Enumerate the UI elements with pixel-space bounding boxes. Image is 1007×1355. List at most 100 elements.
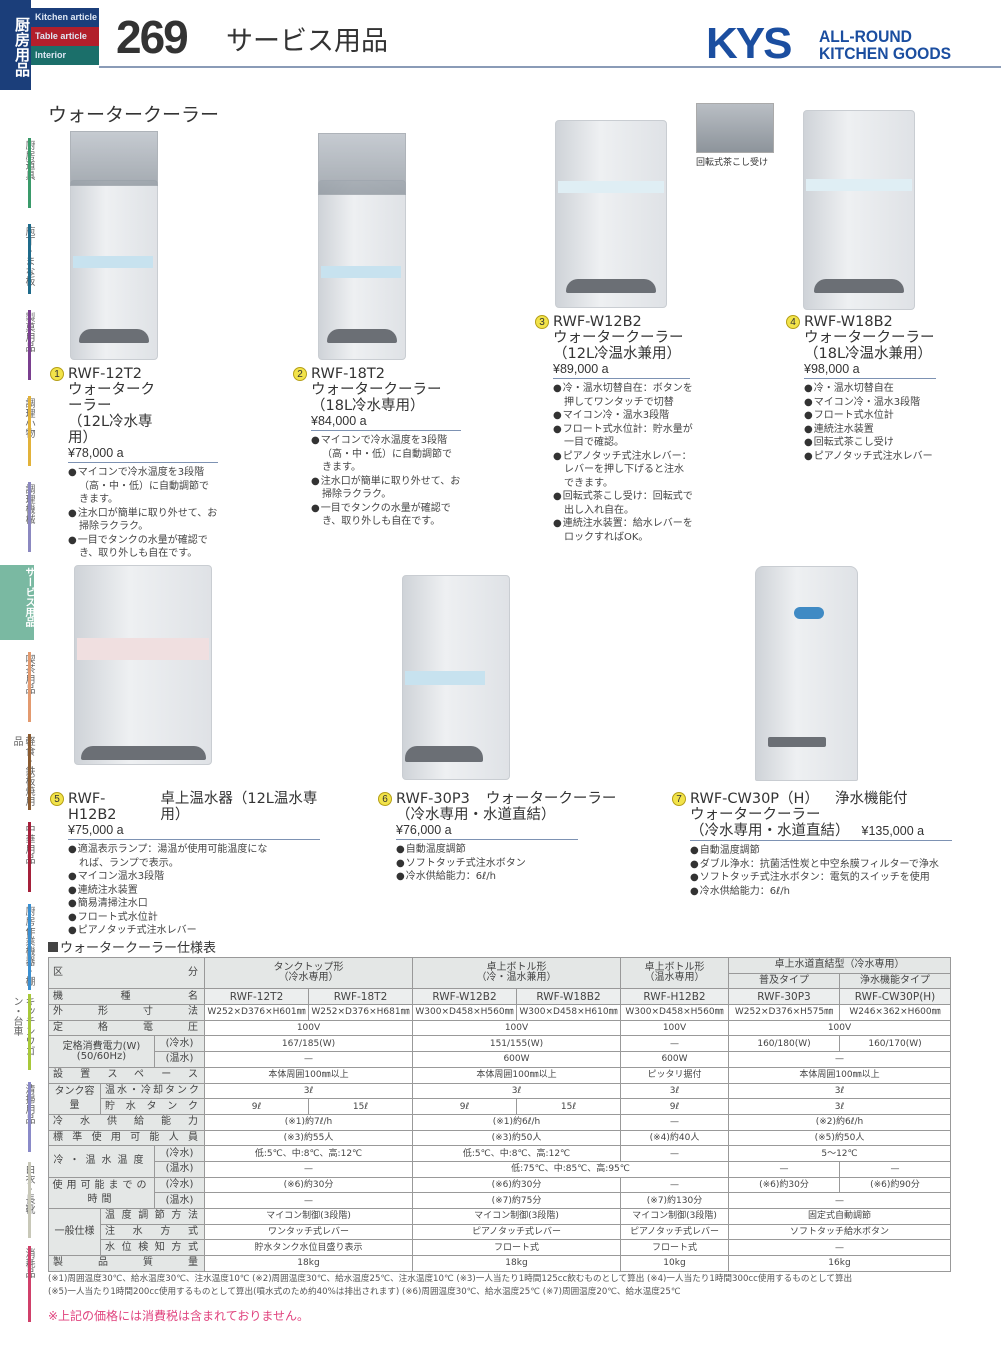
feature-item: ソフトタッチ式注水ボタン <box>396 857 596 871</box>
product-model: RWF-H12B2 <box>68 791 117 823</box>
cell: (※2)約6ℓ/h <box>728 1113 951 1131</box>
row-label: 製品質量 <box>48 1255 205 1272</box>
table-row: タンク容量 温水・冷却タンク 3ℓ 3ℓ 3ℓ 3ℓ <box>48 1082 951 1115</box>
sidebar-item-cooking-utensils[interactable]: 調理小物 <box>0 396 34 466</box>
cell: 低:75℃、中:85℃、高:95℃ <box>412 1160 729 1178</box>
product-subtitle: （18L冷水専用） <box>311 398 425 414</box>
row-sublabel: 注水方式 <box>100 1223 205 1241</box>
table-row: 定格消費電力(W)(50/60Hz) (冷水) 167/185(W) 151/1… <box>48 1035 951 1068</box>
sidebar-item-chinese[interactable]: 中華用品 <box>0 822 34 892</box>
group-label: 卓上ボトル形 <box>486 962 547 974</box>
header-divider <box>99 66 1001 68</box>
group-sublabel: （温水専用） <box>644 972 705 984</box>
sidebar-item-consumables[interactable]: 消耗品 <box>0 1246 34 1322</box>
cell: — <box>620 1113 729 1131</box>
sidebar-item-cleaning[interactable]: 清掃用品 <box>0 1082 34 1152</box>
sidebar-item-knives[interactable]: 庖丁・まな板 <box>0 224 34 294</box>
item-number-badge: 7 <box>672 792 686 806</box>
cell: (※6)約30分 <box>412 1176 621 1194</box>
model-cell: RWF-H12B2 <box>620 988 729 1006</box>
group-direct: 卓上水道直結型（冷水専用） <box>728 957 951 974</box>
sidebar-item-kitchen-tools[interactable]: 厨房道具 <box>0 138 34 208</box>
table-row: (温水) — (※7)約75分 (※7)約130分 — <box>49 1192 951 1209</box>
model-cell: RWF-W12B2 <box>412 988 517 1006</box>
table-row: 冷・温水温度 (冷水) 低:5℃、中:8℃、高:12℃ 低:5℃、中:8℃、高:… <box>48 1145 951 1178</box>
drip-tray-icon <box>814 279 904 293</box>
cell: W300×D458×H560㎜ <box>620 1004 729 1021</box>
cell: 9ℓ <box>204 1098 309 1115</box>
row-sublabel: (冷水) <box>154 1035 205 1053</box>
page-title: サービス用品 <box>226 26 388 57</box>
cell: (※7)約75分 <box>412 1192 621 1209</box>
sidebar-item-teppanyaki[interactable]: 軽食・鉄板焼用品 <box>0 734 34 810</box>
cell: 本体周囲100㎜以上 <box>728 1066 951 1084</box>
row-sublabel: (冷水) <box>154 1176 205 1194</box>
cell: 18kg <box>412 1255 621 1272</box>
feature-item: マイコン冷・温水3段階 <box>553 409 693 423</box>
product-image-4 <box>803 110 915 310</box>
cell: ピアノタッチ式レバー <box>412 1223 621 1241</box>
product-price: ¥76,000 a <box>396 823 578 840</box>
sidebar-item-confectionery[interactable]: 製菓用品 <box>0 310 34 380</box>
control-panel-icon <box>321 266 401 278</box>
cell: 600W <box>412 1051 621 1068</box>
cell: 100V <box>412 1019 621 1037</box>
category-bands: Kitchen article Table article Interior <box>31 8 99 65</box>
sidebar-item-cafe[interactable]: 喫茶用品 <box>0 652 34 722</box>
feature-item: 冷水供給能力：6ℓ/h <box>396 870 596 884</box>
table-row: 普及タイプ 浄水機能タイプ <box>49 972 951 990</box>
table-row: 一般仕様 温度調節方法 マイコン制御(3段階) マイコン制御(3段階) マイコン… <box>48 1207 951 1257</box>
row-label: 冷水供給能力 <box>48 1113 205 1131</box>
feature-item: ピアノタッチ式注水レバー <box>68 924 268 938</box>
control-panel-icon <box>73 256 153 268</box>
cell: 600W <box>620 1051 729 1068</box>
sidebar-item-label: サービス用品 <box>23 567 34 627</box>
spec-table: 区分 タンクトップ形（冷水専用） 卓上ボトル形（冷・温水兼用） 卓上ボトル形（温… <box>48 956 951 1272</box>
sidebar-item-cooking-machines[interactable]: 調理機械 <box>0 482 34 552</box>
table-row: 冷水供給能力 (※1)約7ℓ/h (※1)約6ℓ/h — (※2)約6ℓ/h <box>48 1113 951 1131</box>
table-row: 設置スペース 本体周囲100㎜以上 本体周囲100㎜以上 ピッタリ据付 本体周囲… <box>48 1066 951 1084</box>
feature-item: 冷・温水切替自在：ボタンを押してワンタッチで切替 <box>553 382 693 409</box>
cell: ソフトタッチ給水ボタン <box>728 1223 951 1241</box>
product-image-7 <box>755 566 858 781</box>
sidebar-item-service[interactable]: サービス用品 <box>0 565 34 640</box>
cell: 151/155(W) <box>412 1035 621 1053</box>
cell: (※6)約90分 <box>839 1176 951 1194</box>
product-price: ¥98,000 a <box>804 362 936 379</box>
feature-item: マイコン冷・温水3段階 <box>804 396 954 410</box>
tagline-line-2: KITCHEN GOODS <box>819 44 952 63</box>
sidebar-item-work-equipment[interactable]: 厨房作業機器・棚 <box>0 904 34 990</box>
table-row: 区分 タンクトップ形（冷水専用） 卓上ボトル形（冷・温水兼用） 卓上ボトル形（温… <box>48 956 951 990</box>
cell: マイコン制御(3段階) <box>412 1208 621 1225</box>
product-price: ¥135,000 a <box>861 824 925 838</box>
feature-item: 連続注水装置 <box>68 884 268 898</box>
footnote-line: (※5)一人当たり1時間200cc使用するものとして算出(噴水式のため約40%は… <box>48 1287 681 1297</box>
drip-tray-icon <box>81 746 206 760</box>
feature-item: 一目でタンクの水量が確認でき、取り外しも自在です。 <box>311 502 461 529</box>
cell: フロート式 <box>620 1239 729 1257</box>
drip-tray-icon <box>79 329 149 343</box>
row-sublabel: (冷水) <box>154 1145 205 1162</box>
product-image-2 <box>318 133 406 360</box>
product-name: ウォータークーラー <box>804 330 935 346</box>
row-sublabel: (温水) <box>154 1160 205 1178</box>
table-row: 機種名 RWF-12T2 RWF-18T2 RWF-W12B2 RWF-W18B… <box>48 988 951 1006</box>
item-number-badge: 6 <box>378 792 392 806</box>
cell: 100V <box>620 1019 729 1037</box>
product-subtitle-price: （冷水専用・水道直結） ¥135,000 a <box>690 823 952 841</box>
feature-item: ソフトタッチ式注水ボタン：電気的スイッチを使用 <box>690 871 960 885</box>
spec-table-title: ウォータークーラー仕様表 <box>48 937 216 956</box>
cell: W252×D376×H601㎜ <box>204 1004 309 1021</box>
feature-item: マイコンで冷水温度を3段階（高・中・低）に自動調節できます。 <box>68 466 218 507</box>
cell: — <box>620 1176 729 1194</box>
cell: ピアノタッチ式レバー <box>620 1223 729 1241</box>
product-model: RWF-12T2 <box>68 366 142 382</box>
sidebar-item-wagons[interactable]: キッチンワゴン・台車 <box>0 994 34 1070</box>
table-row: 注水方式 ワンタッチ式レバー ピアノタッチ式レバー ピアノタッチ式レバー ソフト… <box>49 1223 951 1241</box>
sidebar-item-uniforms[interactable]: 白衣・長靴 <box>0 1162 34 1238</box>
feature-item: フロート式水位計：貯水量が一目で確認。 <box>553 423 693 450</box>
cell: 16kg <box>728 1255 951 1272</box>
